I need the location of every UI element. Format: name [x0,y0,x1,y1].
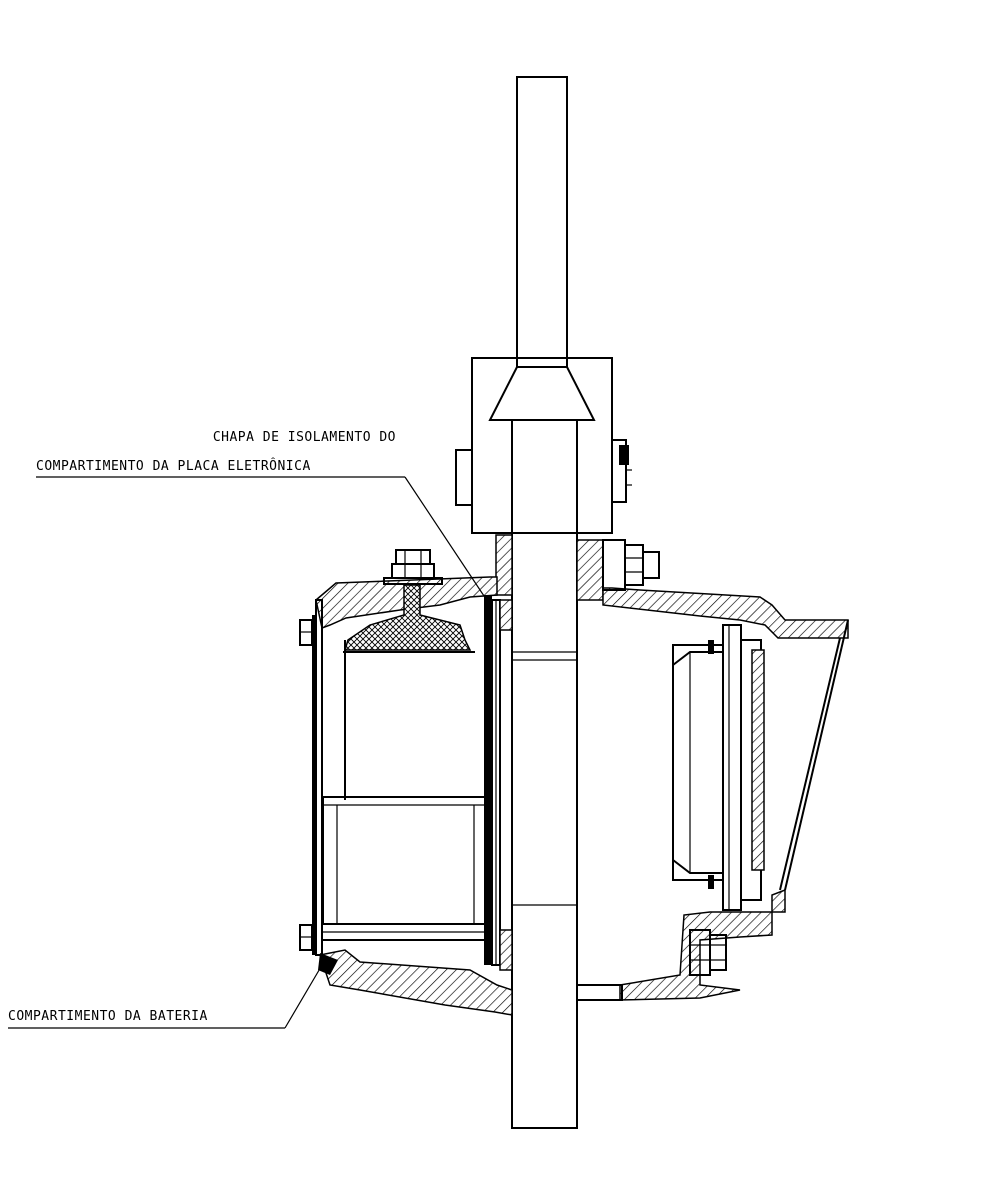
battery [322,796,490,941]
upper-clamp [455,357,632,534]
label-battery-compartment: COMPARTIMENTO DA BATERIA [8,959,326,1029]
lower-right-bolt [689,929,727,976]
electronic-board [672,624,765,911]
battery-leader-line [284,959,326,1029]
insulation-leader-line [404,476,491,606]
insulation-label-line1: CHAPA DE ISOLAMENTO DO [213,430,396,445]
left-collar [495,534,513,596]
shaft [511,76,578,1129]
right-collar-bolt [602,539,660,591]
insulation-plate [484,595,513,971]
battery-label: COMPARTIMENTO DA BATERIA [8,1009,208,1024]
top-bolt [383,549,443,585]
right-housing [576,587,849,1001]
right-collar [576,539,604,601]
damper-mount [343,584,472,651]
label-insulation-plate: CHAPA DE ISOLAMENTO DO COMPARTIMENTO DA … [36,430,491,606]
insulation-label-line2: COMPARTIMENTO DA PLACA ELETRÔNICA [36,458,311,474]
